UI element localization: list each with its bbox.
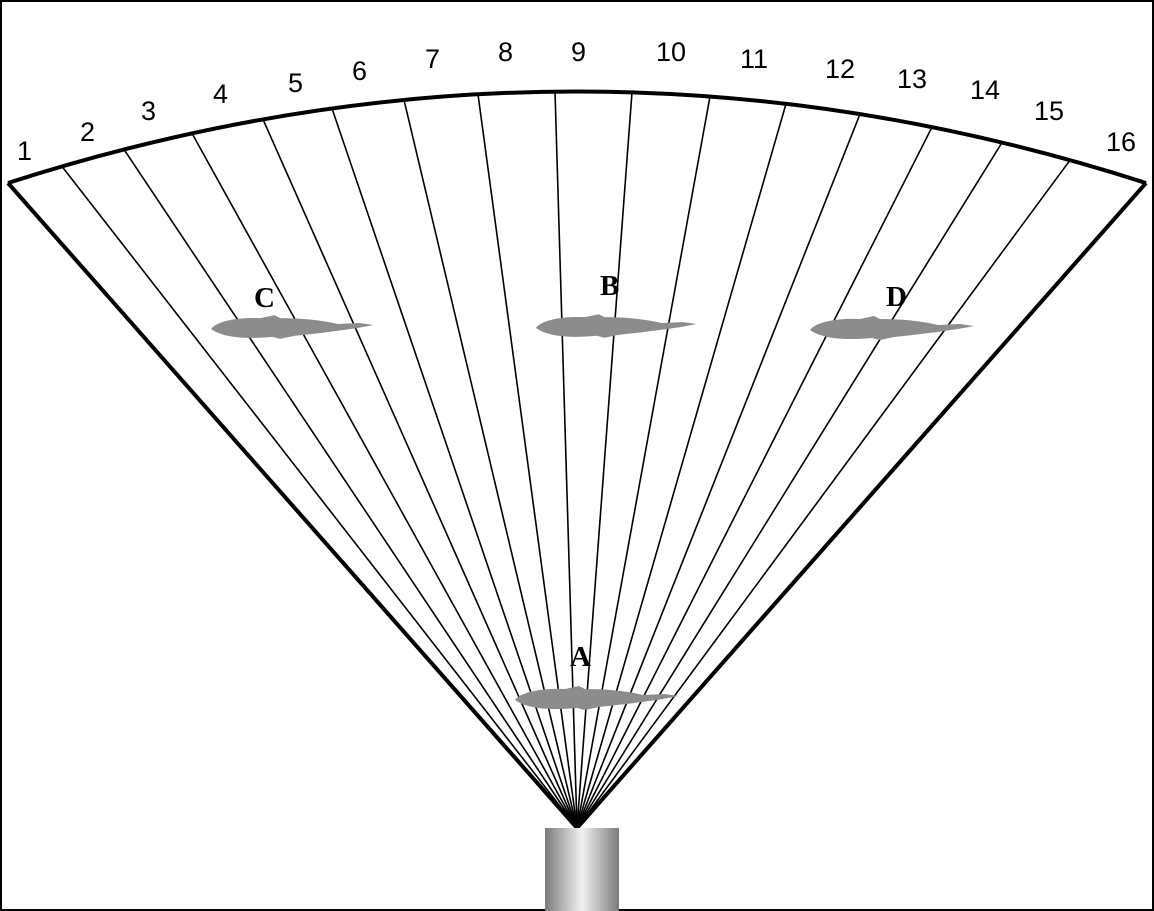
fish-label-b: B [600, 270, 619, 302]
fish-label-a: A [570, 641, 591, 673]
fish-b-icon [536, 314, 697, 338]
fish-layer: A B C D [211, 270, 974, 710]
beam-divider-line [262, 119, 578, 829]
beam-divider-line [576, 126, 933, 829]
beam-number-11: 11 [740, 44, 768, 74]
fish-label-c: C [254, 282, 275, 314]
beam-number-1: 1 [17, 136, 32, 166]
beam-divider-line [576, 142, 1003, 829]
beam-number-8: 8 [498, 37, 513, 67]
beam-number-9: 9 [571, 37, 586, 67]
beam-number-5: 5 [288, 68, 303, 98]
beam-number-3: 3 [141, 96, 156, 126]
fan-right-edge [575, 181, 1148, 830]
beam-number-2: 2 [80, 117, 95, 147]
beam-divider-line [576, 103, 787, 829]
transducer [545, 828, 619, 911]
fish-d-icon [810, 316, 974, 340]
fan-arc [7, 89, 1147, 185]
beam-divider-line [123, 149, 578, 829]
beam-divider-line [61, 165, 578, 829]
beam-divider-line [576, 159, 1071, 829]
beam-divider-line [331, 108, 578, 829]
fish-a-icon [515, 686, 679, 710]
fan-left-edge [6, 181, 579, 830]
beam-number-15: 15 [1034, 96, 1064, 126]
beam-number-12: 12 [825, 54, 855, 84]
beam-number-16: 16 [1106, 127, 1136, 157]
beam-divider-line [576, 113, 861, 829]
fish-c-icon [211, 315, 374, 339]
beam-number-13: 13 [897, 64, 927, 94]
beam-number-4: 4 [213, 79, 228, 109]
fish-label-d: D [886, 281, 907, 313]
beam-number-6: 6 [352, 56, 367, 86]
beam-number-7: 7 [425, 44, 440, 74]
beam-number-14: 14 [970, 75, 1000, 105]
beam-divider-line [191, 133, 578, 829]
beam-number-10: 10 [656, 37, 686, 67]
